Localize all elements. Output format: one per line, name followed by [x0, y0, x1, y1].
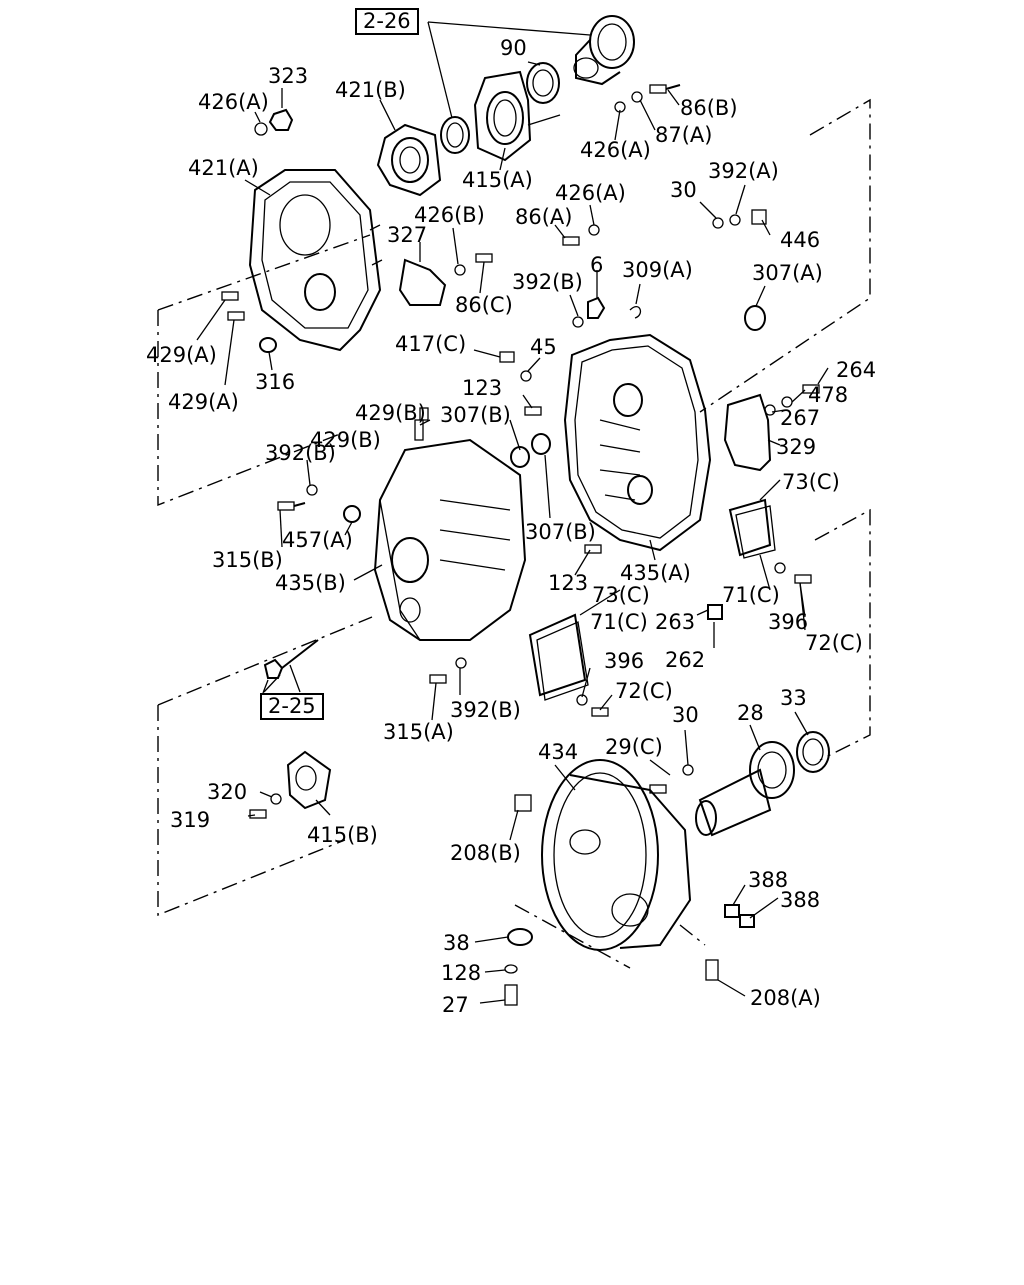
part-label: 415(B)	[307, 823, 378, 847]
bolts-left	[277, 484, 812, 717]
part-label: 421(B)	[335, 78, 406, 102]
retainer-415a	[473, 70, 561, 162]
leader-lines	[196, 21, 829, 1004]
part-label: 38	[443, 931, 470, 955]
part-label: 434	[538, 740, 579, 764]
bolts-top-right	[614, 84, 681, 113]
part-label: 429(A)	[146, 343, 217, 367]
part-label: 429(B)	[355, 401, 426, 425]
part-label: 392(B)	[265, 441, 336, 465]
part-label: 264	[836, 358, 877, 382]
case-435b	[373, 407, 527, 641]
part-label: 429(A)	[168, 390, 239, 414]
part-label: 435(A)	[620, 561, 691, 585]
plate-329	[723, 384, 820, 472]
seal-90	[526, 62, 560, 104]
part-label: 208(A)	[750, 986, 821, 1010]
part-label: 309(A)	[622, 258, 693, 282]
cover-421a	[248, 169, 383, 352]
part-label: 329	[776, 435, 817, 459]
part-label: 323	[268, 64, 309, 88]
part-label: 388	[780, 888, 821, 912]
drain-plug-parts	[504, 928, 533, 1006]
part-label: 267	[780, 406, 821, 430]
part-label: 33	[780, 686, 807, 710]
part-label: 128	[441, 961, 482, 985]
part-label: 426(A)	[580, 138, 651, 162]
part-label: 307(B)	[525, 520, 596, 544]
part-label: 388	[748, 868, 789, 892]
part-label: 307(B)	[440, 403, 511, 427]
reference-box-2-25[interactable]: 2-25	[260, 693, 324, 720]
part-label: 392(B)	[512, 270, 583, 294]
part-label: 71(C)	[590, 610, 648, 634]
part-label: 72(C)	[805, 631, 863, 655]
part-label: 320	[207, 780, 248, 804]
part-label: 392(A)	[708, 159, 779, 183]
part-label: 457(A)	[282, 528, 353, 552]
part-label: 208(B)	[450, 841, 521, 865]
part-label: 435(B)	[275, 571, 346, 595]
part-label: 446	[780, 228, 821, 252]
frame-lines	[157, 98, 871, 969]
part-label: 263	[655, 610, 696, 634]
part-label: 73(C)	[592, 583, 650, 607]
part-label: 45	[530, 335, 557, 359]
seal-small-top	[440, 116, 470, 154]
part-label: 29(C)	[605, 735, 663, 759]
part-label: 426(A)	[198, 90, 269, 114]
cover-2-26	[573, 15, 635, 86]
part-label: 30	[670, 178, 697, 202]
part-label: 86(A)	[515, 205, 573, 229]
part-label: 396	[768, 610, 809, 634]
part-label: 319	[170, 808, 211, 832]
reference-box-2-26[interactable]: 2-26	[355, 8, 419, 35]
case-435a	[563, 333, 712, 552]
cover-415b	[249, 750, 332, 819]
nut-323	[254, 108, 294, 136]
cover-421b	[376, 123, 442, 197]
plate-327	[398, 253, 493, 306]
part-label: 73(C)	[782, 470, 840, 494]
part-label: 429(B)	[310, 428, 381, 452]
part-label: 417(C)	[395, 332, 467, 356]
part-label: 396	[604, 649, 645, 673]
small-parts-center	[562, 209, 767, 331]
part-label: 421(A)	[188, 156, 259, 180]
part-label: 123	[462, 376, 503, 400]
part-label: 315(A)	[383, 720, 454, 744]
bearing-retainer-28	[649, 731, 830, 837]
bellhousing-434	[514, 759, 755, 981]
part-label: 28	[737, 701, 764, 725]
part-label: 86(C)	[455, 293, 513, 317]
part-label: 415(A)	[462, 168, 533, 192]
bolt-2-25	[263, 639, 319, 693]
cover-plates-73c	[528, 498, 776, 701]
part-label: 30	[672, 703, 699, 727]
part-label: 72(C)	[615, 679, 673, 703]
part-label: 307(A)	[752, 261, 823, 285]
part-label: 316	[255, 370, 296, 394]
part-label: 478	[808, 383, 849, 407]
part-label: 27	[442, 993, 469, 1017]
part-label: 426(B)	[414, 203, 485, 227]
part-label: 262	[665, 648, 706, 672]
part-label: 426(A)	[555, 181, 626, 205]
part-label: 123	[548, 571, 589, 595]
part-label: 87(A)	[655, 123, 713, 147]
part-label: 6	[590, 253, 604, 277]
part-label: 392(B)	[450, 698, 521, 722]
part-label: 86(B)	[680, 96, 738, 120]
part-label: 71(C)	[722, 583, 780, 607]
part-label: 90	[500, 36, 527, 60]
part-label: 327	[387, 223, 428, 247]
part-label: 315(B)	[212, 548, 283, 572]
dowels-429a	[221, 291, 277, 353]
